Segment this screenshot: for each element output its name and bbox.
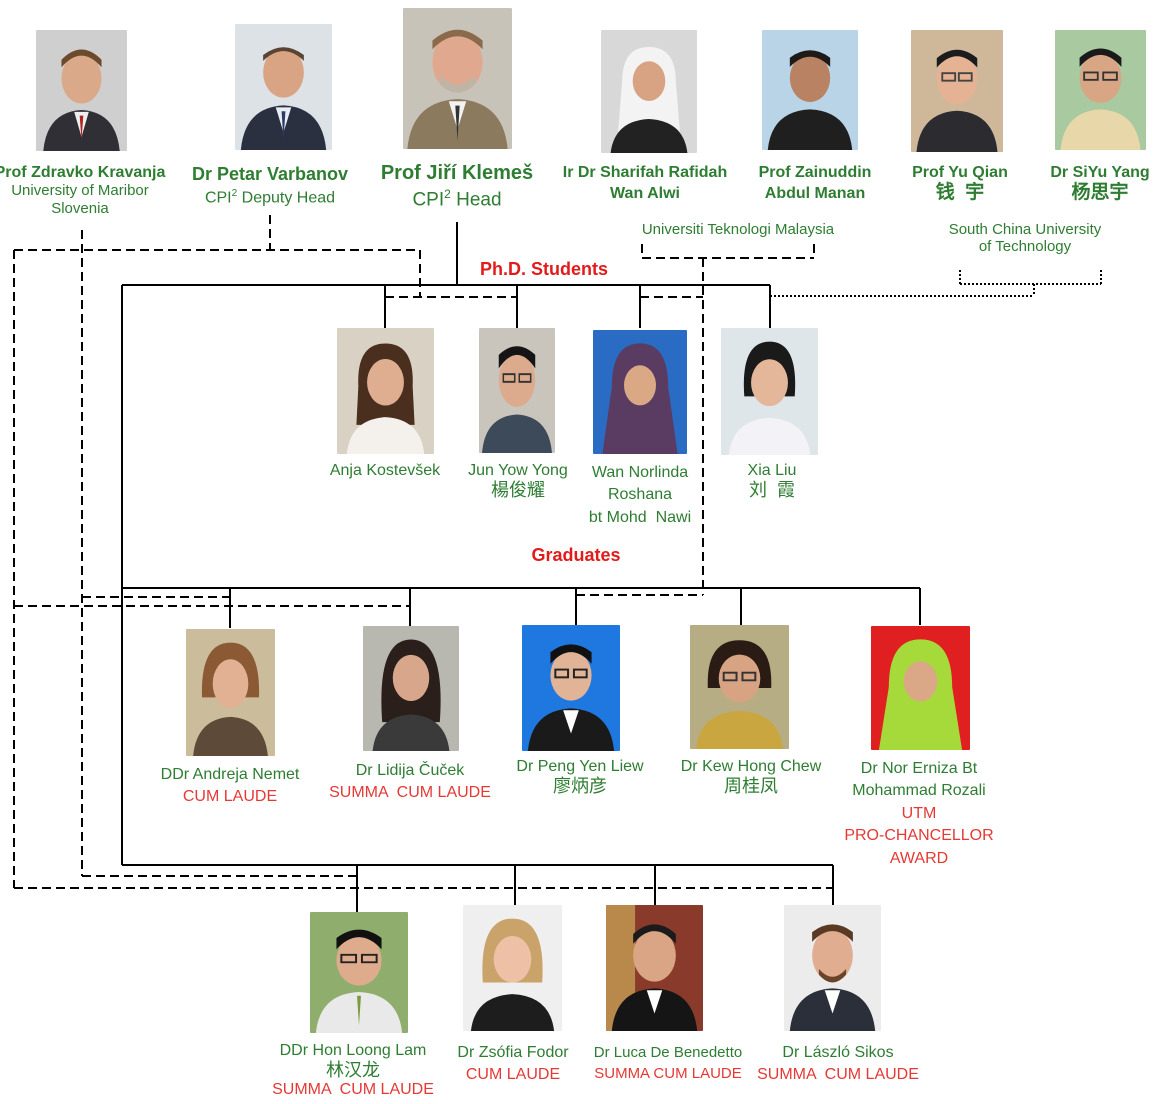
graduate-de-benedetto: Dr Luca De Benedetto SUMMA CUM LAUDE bbox=[580, 1042, 756, 1084]
phd-xia-liu: Xia Liu 刘 霞 bbox=[747, 462, 797, 501]
photo-fodor bbox=[463, 905, 562, 1031]
photo-kravanja bbox=[36, 30, 127, 151]
supervisor-klemes: Prof Jiří Klemeš CPI2 Head bbox=[347, 162, 567, 211]
supervisor-role: CPI2 Deputy Head bbox=[204, 187, 336, 207]
honor-label: SUMMA CUM LAUDE bbox=[594, 1065, 742, 1082]
supervisor-name-line1: Dr SiYu Yang bbox=[1050, 164, 1150, 181]
graduate-sikos: Dr László Sikos SUMMA CUM LAUDE bbox=[750, 1042, 926, 1087]
graduate-chew: Dr Kew Hong Chew 周桂凤 bbox=[680, 758, 822, 797]
photo-abdul-manan bbox=[762, 30, 858, 150]
institution-scut: South China University of Technology bbox=[948, 221, 1102, 256]
supervisor-abdul-manan: Prof Zainuddin Abdul Manan bbox=[740, 164, 890, 204]
photo-jun-yow-yong bbox=[479, 328, 555, 453]
photo-sikos bbox=[784, 905, 881, 1031]
phd-kostevsek: Anja Kostevšek bbox=[329, 462, 441, 479]
supervisor-kravanja: Prof Zdravko Kravanja University of Mari… bbox=[0, 164, 180, 217]
institution-utm: Universiti Teknologi Malaysia bbox=[641, 221, 835, 238]
honor-label: UTM bbox=[901, 804, 937, 822]
honor-label: SUMMA CUM LAUDE bbox=[272, 1081, 434, 1099]
supervisor-wan-alwi: Ir Dr Sharifah Rafidah Wan Alwi bbox=[550, 164, 740, 204]
photo-kostevsek bbox=[337, 328, 434, 454]
supervisor-name: Prof Jiří Klemeš bbox=[380, 162, 534, 184]
graduate-rozali: Dr Nor Erniza Bt Mohammad Rozali UTM PRO… bbox=[838, 758, 1000, 870]
supervisor-name-line1: Prof Yu Qian bbox=[912, 164, 1008, 181]
photo-yu-qian bbox=[911, 30, 1003, 152]
supervisor-siyu-yang: Dr SiYu Yang 杨思宇 bbox=[1035, 164, 1158, 204]
label-phd-students: Ph.D. Students bbox=[479, 259, 608, 279]
honor-label: PRO-CHANCELLOR bbox=[844, 827, 994, 845]
photo-varbanov bbox=[235, 24, 332, 150]
phd-wan-norlinda: Wan Norlinda Roshana bt Mohd Nawi bbox=[588, 464, 692, 526]
supervisor-role: CPI2 Head bbox=[412, 187, 502, 211]
supervisor-affiliation: University of Maribor bbox=[11, 182, 149, 200]
photo-rozali bbox=[871, 626, 970, 750]
supervisor-name-line2: Wan Alwi bbox=[610, 185, 680, 203]
supervisor-name: Dr Petar Varbanov bbox=[191, 164, 349, 184]
photo-chew bbox=[690, 625, 789, 749]
honor-label: CUM LAUDE bbox=[182, 788, 278, 806]
photo-cucek bbox=[363, 626, 459, 751]
supervisor-name-line1: Prof Zainuddin bbox=[758, 164, 872, 181]
graduate-fodor: Dr Zsófia Fodor CUM LAUDE bbox=[443, 1042, 583, 1087]
honor-label: AWARD bbox=[889, 849, 949, 867]
supervisor-name: Prof Zdravko Kravanja bbox=[0, 164, 166, 181]
graduate-cucek: Dr Lidija Čuček SUMMA CUM LAUDE bbox=[320, 760, 500, 805]
photo-xia-liu bbox=[721, 328, 818, 455]
photo-lam bbox=[310, 912, 408, 1033]
graduate-liew: Dr Peng Yen Liew 廖炳彦 bbox=[516, 758, 644, 797]
supervisor-country: Slovenia bbox=[51, 199, 109, 217]
supervisor-name-line2: Abdul Manan bbox=[764, 185, 866, 203]
photo-siyu-yang bbox=[1055, 30, 1146, 150]
supervisor-varbanov: Dr Petar Varbanov CPI2 Deputy Head bbox=[170, 164, 370, 207]
photo-liew bbox=[522, 625, 620, 751]
photo-de-benedetto bbox=[606, 905, 703, 1031]
honor-label: SUMMA CUM LAUDE bbox=[329, 784, 491, 802]
honor-label: SUMMA CUM LAUDE bbox=[757, 1066, 919, 1084]
supervisor-name-line2: 杨思宇 bbox=[1071, 182, 1129, 204]
honor-label: CUM LAUDE bbox=[465, 1066, 561, 1084]
photo-nemet bbox=[186, 629, 275, 756]
supervisor-name-line1: Ir Dr Sharifah Rafidah bbox=[562, 164, 728, 181]
graduate-nemet: DDr Andreja Nemet CUM LAUDE bbox=[145, 764, 315, 809]
photo-klemes bbox=[403, 8, 512, 149]
supervisor-yu-qian: Prof Yu Qian 钱 宇 bbox=[895, 164, 1025, 204]
photo-wan-alwi bbox=[601, 30, 697, 153]
phd-jun-yow-yong: Jun Yow Yong 楊俊耀 bbox=[468, 462, 568, 501]
graduate-lam: DDr Hon Loong Lam 林汉龙 SUMMA CUM LAUDE bbox=[263, 1042, 443, 1099]
photo-wan-norlinda bbox=[593, 330, 687, 454]
label-graduates: Graduates bbox=[531, 545, 621, 565]
supervisor-name-line2: 钱 宇 bbox=[935, 182, 985, 204]
